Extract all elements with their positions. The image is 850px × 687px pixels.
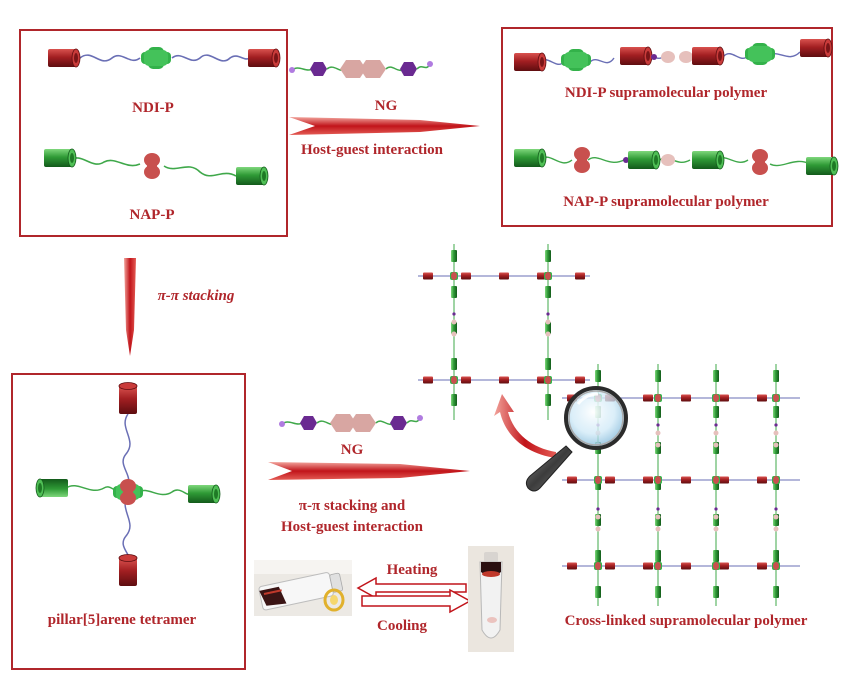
- inverted-vial-photo: [468, 546, 514, 652]
- label-ng-top: NG: [375, 98, 398, 114]
- nap-p-molecule: [43, 148, 269, 186]
- monomer-box: [19, 29, 288, 237]
- nap-polymer-chain: [513, 147, 839, 176]
- tetramer-box: [11, 373, 246, 670]
- curved-arrow-icon: [494, 394, 556, 458]
- label-ndi-polymer: NDI-P supramolecular polymer: [565, 85, 768, 101]
- label-tetramer: pillar[5]arene tetramer: [48, 612, 197, 628]
- label-host-guest-top: Host-guest interaction: [301, 142, 444, 158]
- label-host-guest-mid: Host-guest interaction: [281, 519, 424, 535]
- arrow-right-mid: [268, 462, 470, 480]
- tetramer-molecule: [35, 382, 221, 586]
- magnifier-icon: [525, 386, 628, 492]
- label-ndi-p: NDI-P: [132, 100, 174, 116]
- network-small: [418, 244, 590, 420]
- label-pi-stacking-and: π-π stacking and: [299, 498, 406, 514]
- label-nap-polymer: NAP-P supramolecular polymer: [563, 194, 769, 210]
- arrow-down: [124, 258, 136, 356]
- ndi-polymer-chain: [513, 38, 833, 72]
- vial-photo: [254, 560, 352, 616]
- label-cooling: Cooling: [377, 618, 428, 634]
- label-pi-stacking: π-π stacking: [158, 288, 235, 304]
- ndi-p-molecule: [47, 47, 281, 69]
- arrow-right-top: [289, 117, 480, 135]
- label-ng-mid: NG: [341, 442, 364, 458]
- ng-guest-mid: [278, 413, 424, 433]
- polymer-box: [501, 27, 833, 227]
- ng-guest-top: [288, 59, 434, 79]
- label-crosslinked: Cross-linked supramolecular polymer: [565, 613, 808, 629]
- label-heating: Heating: [387, 562, 438, 578]
- label-nap-p: NAP-P: [130, 207, 175, 223]
- cooling-arrow: [361, 588, 472, 614]
